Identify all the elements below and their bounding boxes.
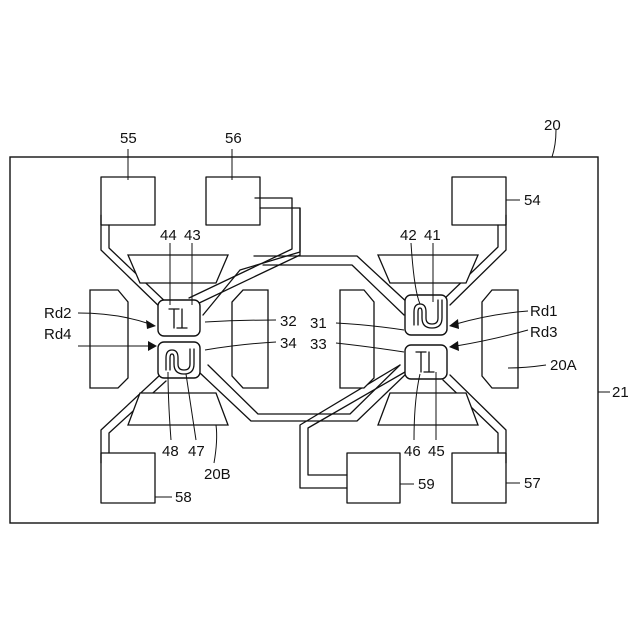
- block-right-outer: [482, 290, 518, 388]
- trace-center-upper: [263, 265, 404, 315]
- label-43: 43: [184, 227, 201, 244]
- arrow-rd2: [146, 320, 156, 329]
- label-47: 47: [188, 443, 205, 460]
- pad-58: [101, 453, 155, 503]
- label-58: 58: [175, 489, 192, 506]
- label-54: 54: [524, 192, 541, 209]
- pad-54: [452, 177, 506, 225]
- label-21: 21: [612, 384, 629, 401]
- label-55: 55: [120, 130, 137, 147]
- label-59: 59: [418, 476, 435, 493]
- block-left-inner: [232, 290, 268, 388]
- label-rd1: Rd1: [530, 303, 558, 320]
- leader-20B: [214, 425, 217, 463]
- label-34: 34: [280, 335, 297, 352]
- label-46: 46: [404, 443, 421, 460]
- label-56: 56: [225, 130, 242, 147]
- label-32: 32: [280, 313, 297, 330]
- block-upper-left: [128, 255, 228, 283]
- label-41: 41: [424, 227, 441, 244]
- block-left-outer: [90, 290, 128, 388]
- label-rd2: Rd2: [44, 305, 72, 322]
- arrow-rd3: [449, 341, 459, 351]
- leader-20: [552, 130, 556, 157]
- label-31: 31: [310, 315, 327, 332]
- label-44: 44: [160, 227, 177, 244]
- label-42: 42: [400, 227, 417, 244]
- label-rd4: Rd4: [44, 326, 72, 343]
- pad-56: [206, 177, 260, 225]
- label-45: 45: [428, 443, 445, 460]
- label-48: 48: [162, 443, 179, 460]
- pad-57: [452, 453, 506, 503]
- pad-59: [347, 453, 400, 503]
- label-20A: 20A: [550, 357, 577, 374]
- label-20B: 20B: [204, 466, 231, 483]
- pad-55: [101, 177, 155, 225]
- block-lower-left: [128, 393, 228, 425]
- label-rd3: Rd3: [530, 324, 558, 341]
- label-20: 20: [544, 117, 561, 134]
- label-33: 33: [310, 336, 327, 353]
- block-upper-right: [378, 255, 478, 283]
- element-33: [405, 345, 447, 379]
- arrow-rd4: [148, 341, 157, 351]
- element-32: [158, 300, 200, 336]
- label-57: 57: [524, 475, 541, 492]
- block-lower-right: [378, 393, 478, 425]
- arrow-rd1: [449, 319, 459, 329]
- block-right-inner: [340, 290, 374, 388]
